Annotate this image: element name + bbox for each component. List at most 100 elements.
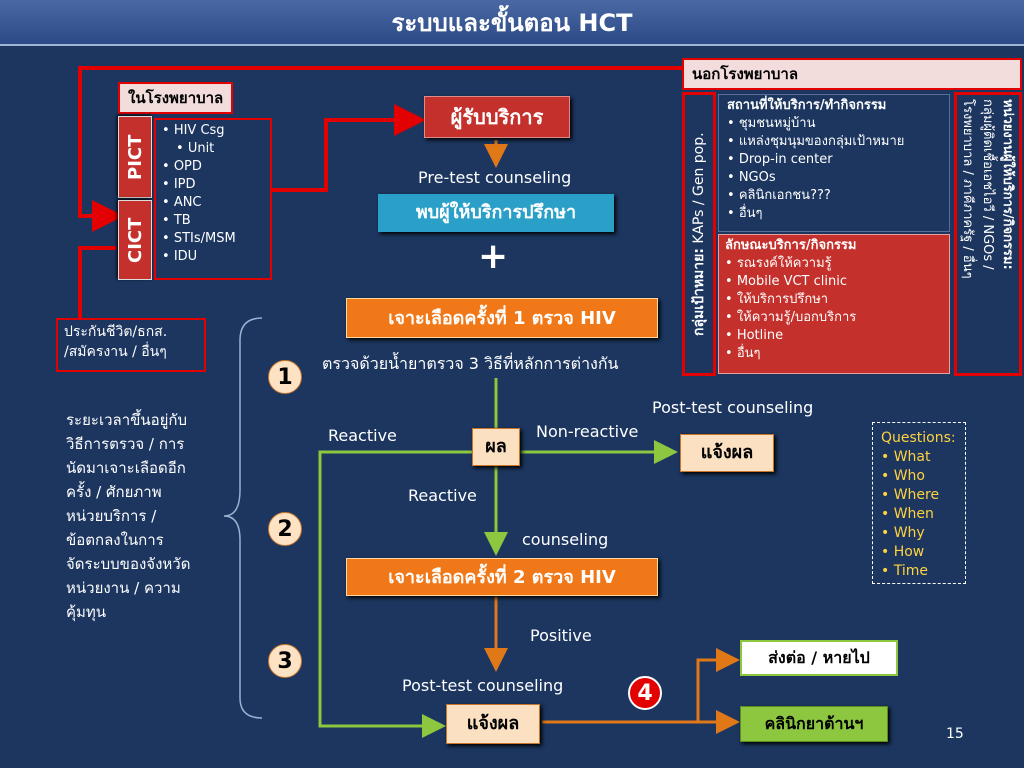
question-text: Time <box>893 563 928 579</box>
service-units-text: หน่วยงานผู้ให้บริการ/กิจกรรม: กลุ่มผู้ติ… <box>957 95 1017 373</box>
client-box: ผู้รับบริการ <box>424 96 570 138</box>
meet-counselor-box: พบผู้ให้บริการปรึกษา <box>378 194 614 232</box>
timing-line: นัดมาเจาะเลือดอีก <box>66 459 186 477</box>
blood-test-1-box: เจาะเลือดครั้งที่ 1 ตรวจ HIV <box>346 298 658 338</box>
refer-lost-box: ส่งต่อ / หายไป <box>740 640 898 676</box>
reactive-down-label: Reactive <box>408 486 477 505</box>
service-type-item: Hotline <box>725 327 943 345</box>
three-methods-text: ตรวจด้วยน้ำยาตรวจ 3 วิธีที่หลักการต่างกั… <box>322 354 619 373</box>
question-item: • Where <box>881 487 940 503</box>
timing-line: จัดระบบของจังหวัด <box>66 555 191 573</box>
service-units-line: โรงพยาบาล / ภาคีภาครัฐ / อื่นๆ <box>960 99 975 279</box>
service-types-title: ลักษณะบริการ/กิจกรรม <box>725 238 857 253</box>
question-text: Who <box>893 468 925 484</box>
service-place-item: แหล่งชุมนุมของกลุ่มเป้าหมาย <box>727 133 941 151</box>
unit-item: HIV Csg <box>162 122 264 140</box>
question-item: • Who <box>881 468 925 484</box>
timing-line: คุ้มทุน <box>66 603 107 621</box>
service-place-item: ชุมชนหมู่บ้าน <box>727 115 941 133</box>
service-places-panel: สถานที่ให้บริการ/ทำกิจกรรม ชุมชนหมู่บ้าน… <box>718 94 950 232</box>
question-text: How <box>893 544 925 560</box>
posttest-counseling-bottom-label: Post-test counseling <box>402 676 564 695</box>
questions-title: Questions: <box>881 430 956 446</box>
target-group-box: กลุ่มเป้าหมาย: KAPs / Gen pop. <box>682 92 716 376</box>
timing-line: หน่วยงาน / ความ <box>66 579 181 597</box>
service-type-item: รณรงค์ให้ความรู้ <box>725 255 943 273</box>
step-3-badge: 3 <box>268 644 302 678</box>
unit-item: IPD <box>162 176 264 194</box>
service-type-item: ให้ความรู้/บอกบริการ <box>725 309 943 327</box>
notify-to-refer-arrow <box>542 648 740 724</box>
non-reactive-label: Non-reactive <box>536 422 639 441</box>
unit-item: IDU <box>162 248 264 266</box>
step-1-badge: 1 <box>268 360 302 394</box>
slide-number: 15 <box>946 726 964 742</box>
target-group-label: กลุ่มเป้าหมาย: <box>691 247 707 336</box>
service-units-box: หน่วยงานผู้ให้บริการ/กิจกรรม: กลุ่มผู้ติ… <box>954 92 1022 376</box>
hospital-units-box: HIV Csg Unit OPD IPD ANC TB STIs/MSM IDU <box>154 118 272 280</box>
step-2-badge: 2 <box>268 512 302 546</box>
cict-label: CICT <box>118 200 152 280</box>
pict-label: PICT <box>118 116 152 198</box>
posttest-counseling-top-label: Post-test counseling <box>652 398 814 417</box>
insurance-to-cict-line <box>78 246 116 318</box>
service-type-item: อื่นๆ <box>725 345 943 363</box>
insurance-box: ประกันชีวิต/ธกส. /สมัครงาน / อื่นๆ <box>56 318 206 372</box>
question-item: • When <box>881 506 934 522</box>
reactive-loop-line <box>318 450 472 738</box>
insurance-line: /สมัครงาน / อื่นๆ <box>64 344 167 360</box>
question-text: When <box>893 506 934 522</box>
result-box: ผล <box>472 428 520 466</box>
unit-item: OPD <box>162 158 264 176</box>
service-types-panel: ลักษณะบริการ/กิจกรรม รณรงค์ให้ความรู้ Mo… <box>718 234 950 374</box>
question-item: • What <box>881 449 931 465</box>
arv-clinic-box: คลินิกยาต้านฯ <box>740 706 888 742</box>
service-places-title: สถานที่ให้บริการ/ทำกิจกรรม <box>727 98 887 113</box>
service-units-line: กลุ่มผู้ติดเชื้อเอชไอวี / NGOs / <box>980 99 995 270</box>
service-type-item: ให้บริการปรึกษา <box>725 291 943 309</box>
service-units-title: หน่วยงานผู้ให้บริการ/กิจกรรม: <box>1000 99 1015 270</box>
outside-to-hospital-line <box>78 66 682 232</box>
question-text: Where <box>893 487 940 503</box>
timing-note: ระยะเวลาขึ้นอยู่กับ วิธีการตรวจ / การ นั… <box>66 408 236 624</box>
question-item: • How <box>881 544 925 560</box>
question-text: What <box>893 449 931 465</box>
timing-brace <box>223 317 263 719</box>
insurance-line: ประกันชีวิต/ธกส. <box>64 324 168 340</box>
questions-box: Questions: • What • Who • Where • When •… <box>872 422 966 584</box>
plus-sign: + <box>478 236 509 277</box>
service-type-item: Mobile VCT clinic <box>725 273 943 291</box>
target-group-values: KAPs / Gen pop. <box>691 132 707 248</box>
reactive-left-label: Reactive <box>328 426 397 445</box>
counseling-label: counseling <box>522 530 609 549</box>
unit-item: TB <box>162 212 264 230</box>
timing-line: ระยะเวลาขึ้นอยู่กับ <box>66 411 188 429</box>
pretest-counseling-label: Pre-test counseling <box>418 168 572 187</box>
notify-result-bottom-box: แจ้งผล <box>446 704 540 744</box>
timing-line: ครั้ง / ศักยภาพ <box>66 483 162 501</box>
service-place-item: NGOs <box>727 169 941 187</box>
service-place-item: คลินิกเอกชน??? <box>727 187 941 205</box>
service-place-item: Drop-in center <box>727 151 941 169</box>
units-to-client-line <box>272 104 426 192</box>
step-4-badge: 4 <box>628 676 662 710</box>
unit-item: STIs/MSM <box>162 230 264 248</box>
in-hospital-label: ในโรงพยาบาล <box>118 82 234 114</box>
outside-hospital-label: นอกโรงพยาบาล <box>682 58 1022 90</box>
target-group-text: กลุ่มเป้าหมาย: KAPs / Gen pop. <box>685 95 713 373</box>
unit-item-cont: Unit <box>162 140 264 158</box>
unit-item: ANC <box>162 194 264 212</box>
timing-line: ข้อตกลงในการ <box>66 531 164 549</box>
timing-line: หน่วยบริการ / <box>66 507 157 525</box>
notify-result-right-box: แจ้งผล <box>680 434 774 472</box>
question-item: • Why <box>881 525 925 541</box>
question-text: Why <box>893 525 925 541</box>
positive-label: Positive <box>530 626 592 645</box>
timing-line: วิธีการตรวจ / การ <box>66 435 185 453</box>
unit-item-cont-text: Unit <box>187 141 215 156</box>
question-item: • Time <box>881 563 928 579</box>
blood-test-2-box: เจาะเลือดครั้งที่ 2 ตรวจ HIV <box>346 558 658 596</box>
service-place-item: อื่นๆ <box>727 205 941 223</box>
slide-title: ระบบและขั้นตอน HCT <box>0 0 1024 46</box>
